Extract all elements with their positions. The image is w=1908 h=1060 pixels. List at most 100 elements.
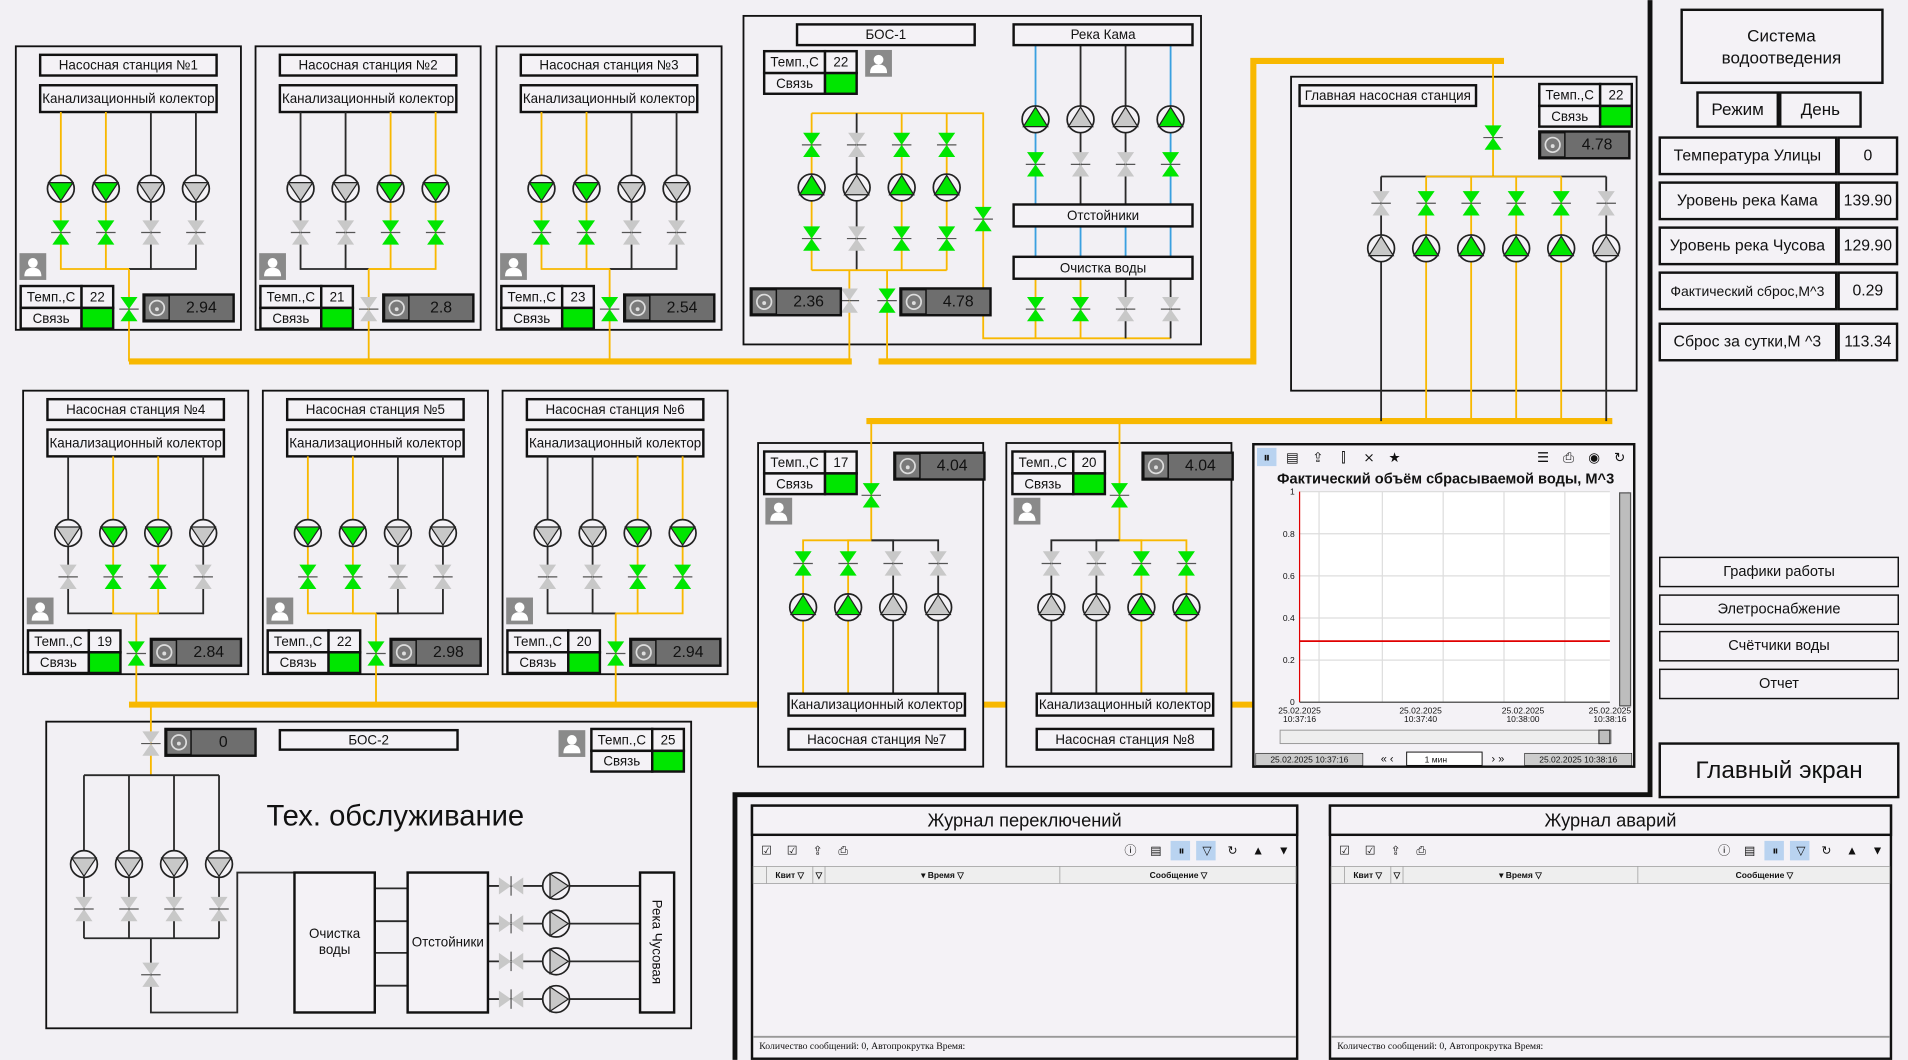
cursor-icon[interactable]: ⫿ bbox=[1341, 450, 1345, 465]
column-header[interactable]: ▾ Время ▽ bbox=[1498, 870, 1543, 880]
pump-icon[interactable] bbox=[541, 909, 571, 938]
journal-tool-icon[interactable]: ▲ bbox=[1252, 844, 1264, 858]
journal-tool-icon[interactable]: ⓘ bbox=[1124, 844, 1136, 858]
pump-icon[interactable] bbox=[878, 593, 908, 622]
valve-icon[interactable] bbox=[164, 896, 184, 922]
valve-icon[interactable] bbox=[793, 551, 813, 576]
nav-button[interactable] bbox=[1659, 594, 1899, 626]
pump-icon[interactable] bbox=[842, 173, 871, 202]
pump-icon[interactable] bbox=[578, 518, 607, 548]
pump-icon[interactable] bbox=[181, 174, 211, 203]
valve-icon[interactable] bbox=[627, 564, 648, 590]
valve-icon[interactable] bbox=[1461, 191, 1481, 216]
refresh-icon[interactable]: ↻ bbox=[1614, 450, 1625, 465]
journal-tool-icon[interactable]: ▼ bbox=[1872, 844, 1884, 858]
pump-icon[interactable] bbox=[204, 849, 234, 879]
outlet-valve-icon[interactable] bbox=[358, 296, 379, 322]
pump-icon[interactable] bbox=[143, 518, 173, 548]
column-header[interactable]: Сообщение ▽ bbox=[1736, 870, 1795, 880]
valve-icon[interactable] bbox=[846, 226, 867, 251]
valve-icon[interactable] bbox=[1551, 191, 1571, 216]
valve-icon[interactable] bbox=[1041, 551, 1062, 576]
journal-tool-icon[interactable]: ⏸ bbox=[1772, 844, 1778, 858]
journal-tool-icon[interactable]: ⇪ bbox=[1391, 844, 1401, 858]
valve-icon[interactable] bbox=[801, 226, 822, 251]
operator-icon[interactable] bbox=[259, 253, 286, 280]
legend-icon[interactable]: ☰ bbox=[1537, 450, 1549, 465]
pump-icon[interactable] bbox=[887, 173, 916, 202]
pump-icon[interactable] bbox=[1172, 593, 1201, 622]
valve-icon[interactable] bbox=[531, 220, 552, 245]
vertical-scrollbar[interactable] bbox=[1619, 492, 1632, 707]
journal-tool-icon[interactable]: ▽ bbox=[1796, 844, 1806, 858]
valve-icon[interactable] bbox=[119, 896, 139, 922]
journal-tool-icon[interactable]: ▲ bbox=[1846, 844, 1858, 858]
pump-icon[interactable] bbox=[1127, 593, 1156, 622]
journal-tool-icon[interactable]: ☑ bbox=[1339, 844, 1350, 858]
valve-icon[interactable] bbox=[1371, 191, 1391, 216]
journal-tool-icon[interactable]: ▤ bbox=[1150, 844, 1162, 858]
valve-icon[interactable] bbox=[1025, 296, 1046, 322]
pump-icon[interactable] bbox=[69, 849, 99, 879]
pump-icon[interactable] bbox=[797, 173, 826, 202]
valve-icon[interactable] bbox=[1115, 152, 1136, 177]
export-icon[interactable]: ⇪ bbox=[1312, 450, 1323, 465]
pump-icon[interactable] bbox=[1066, 105, 1095, 134]
operator-icon[interactable] bbox=[26, 597, 54, 625]
pump-icon[interactable] bbox=[623, 518, 652, 548]
valve-icon[interactable] bbox=[936, 132, 957, 158]
operator-icon[interactable] bbox=[765, 497, 793, 525]
zoom-icon[interactable]: ⨯ bbox=[1363, 450, 1374, 465]
pump-icon[interactable] bbox=[1411, 234, 1441, 263]
pump-icon[interactable] bbox=[572, 174, 601, 203]
nav-button[interactable] bbox=[1659, 630, 1899, 662]
column-header[interactable]: Квит ▽ bbox=[1353, 870, 1383, 880]
table-icon[interactable]: ▤ bbox=[1286, 450, 1299, 465]
pump-icon[interactable] bbox=[114, 849, 144, 879]
valve-icon[interactable] bbox=[193, 564, 213, 590]
valve-icon[interactable] bbox=[148, 564, 168, 590]
pump-icon[interactable] bbox=[376, 174, 405, 203]
pump-icon[interactable] bbox=[293, 518, 323, 548]
valve-icon[interactable] bbox=[1025, 152, 1046, 177]
pump-icon[interactable] bbox=[541, 947, 571, 976]
valve-icon[interactable] bbox=[839, 288, 860, 313]
pump-icon[interactable] bbox=[91, 174, 121, 203]
valve-icon[interactable] bbox=[343, 564, 363, 590]
valve-icon[interactable] bbox=[335, 220, 356, 245]
start-time-field[interactable] bbox=[1255, 752, 1364, 766]
pump-icon[interactable] bbox=[1591, 234, 1621, 263]
valve-icon[interactable] bbox=[621, 220, 642, 245]
pump-icon[interactable] bbox=[617, 174, 646, 203]
pump-icon[interactable] bbox=[383, 518, 413, 548]
pump-icon[interactable] bbox=[46, 174, 76, 203]
pump-icon[interactable] bbox=[527, 174, 556, 203]
mode-value-button[interactable] bbox=[1779, 91, 1862, 128]
time-scroll-track[interactable] bbox=[1279, 729, 1612, 745]
valve-icon[interactable] bbox=[433, 564, 453, 590]
valve-icon[interactable] bbox=[498, 989, 524, 1009]
pump-icon[interactable] bbox=[188, 518, 218, 548]
pump-icon[interactable] bbox=[98, 518, 128, 548]
column-header[interactable]: ▽ bbox=[1393, 870, 1402, 880]
pump-icon[interactable] bbox=[923, 593, 953, 622]
valve-icon[interactable] bbox=[186, 220, 206, 245]
valve-icon[interactable] bbox=[51, 220, 71, 245]
operator-icon[interactable] bbox=[1013, 497, 1041, 525]
column-header[interactable]: Сообщение ▽ bbox=[1150, 870, 1209, 880]
valve-icon[interactable] bbox=[1070, 296, 1091, 322]
pump-icon[interactable] bbox=[1501, 234, 1531, 263]
pump-icon[interactable] bbox=[331, 174, 360, 203]
valve-icon[interactable] bbox=[498, 913, 524, 934]
pump-icon[interactable] bbox=[932, 173, 961, 202]
journal-tool-icon[interactable]: ☑ bbox=[787, 844, 798, 858]
valve-icon[interactable] bbox=[666, 220, 687, 245]
print-icon[interactable]: ⎙ bbox=[1563, 450, 1574, 465]
valve-icon[interactable] bbox=[801, 132, 822, 158]
pump-icon[interactable] bbox=[286, 174, 315, 203]
filter-toggle[interactable] bbox=[1196, 840, 1216, 861]
operator-icon[interactable] bbox=[19, 253, 47, 280]
pump-icon[interactable] bbox=[1021, 105, 1050, 134]
pump-icon[interactable] bbox=[541, 984, 571, 1014]
pump-icon[interactable] bbox=[1546, 234, 1576, 263]
